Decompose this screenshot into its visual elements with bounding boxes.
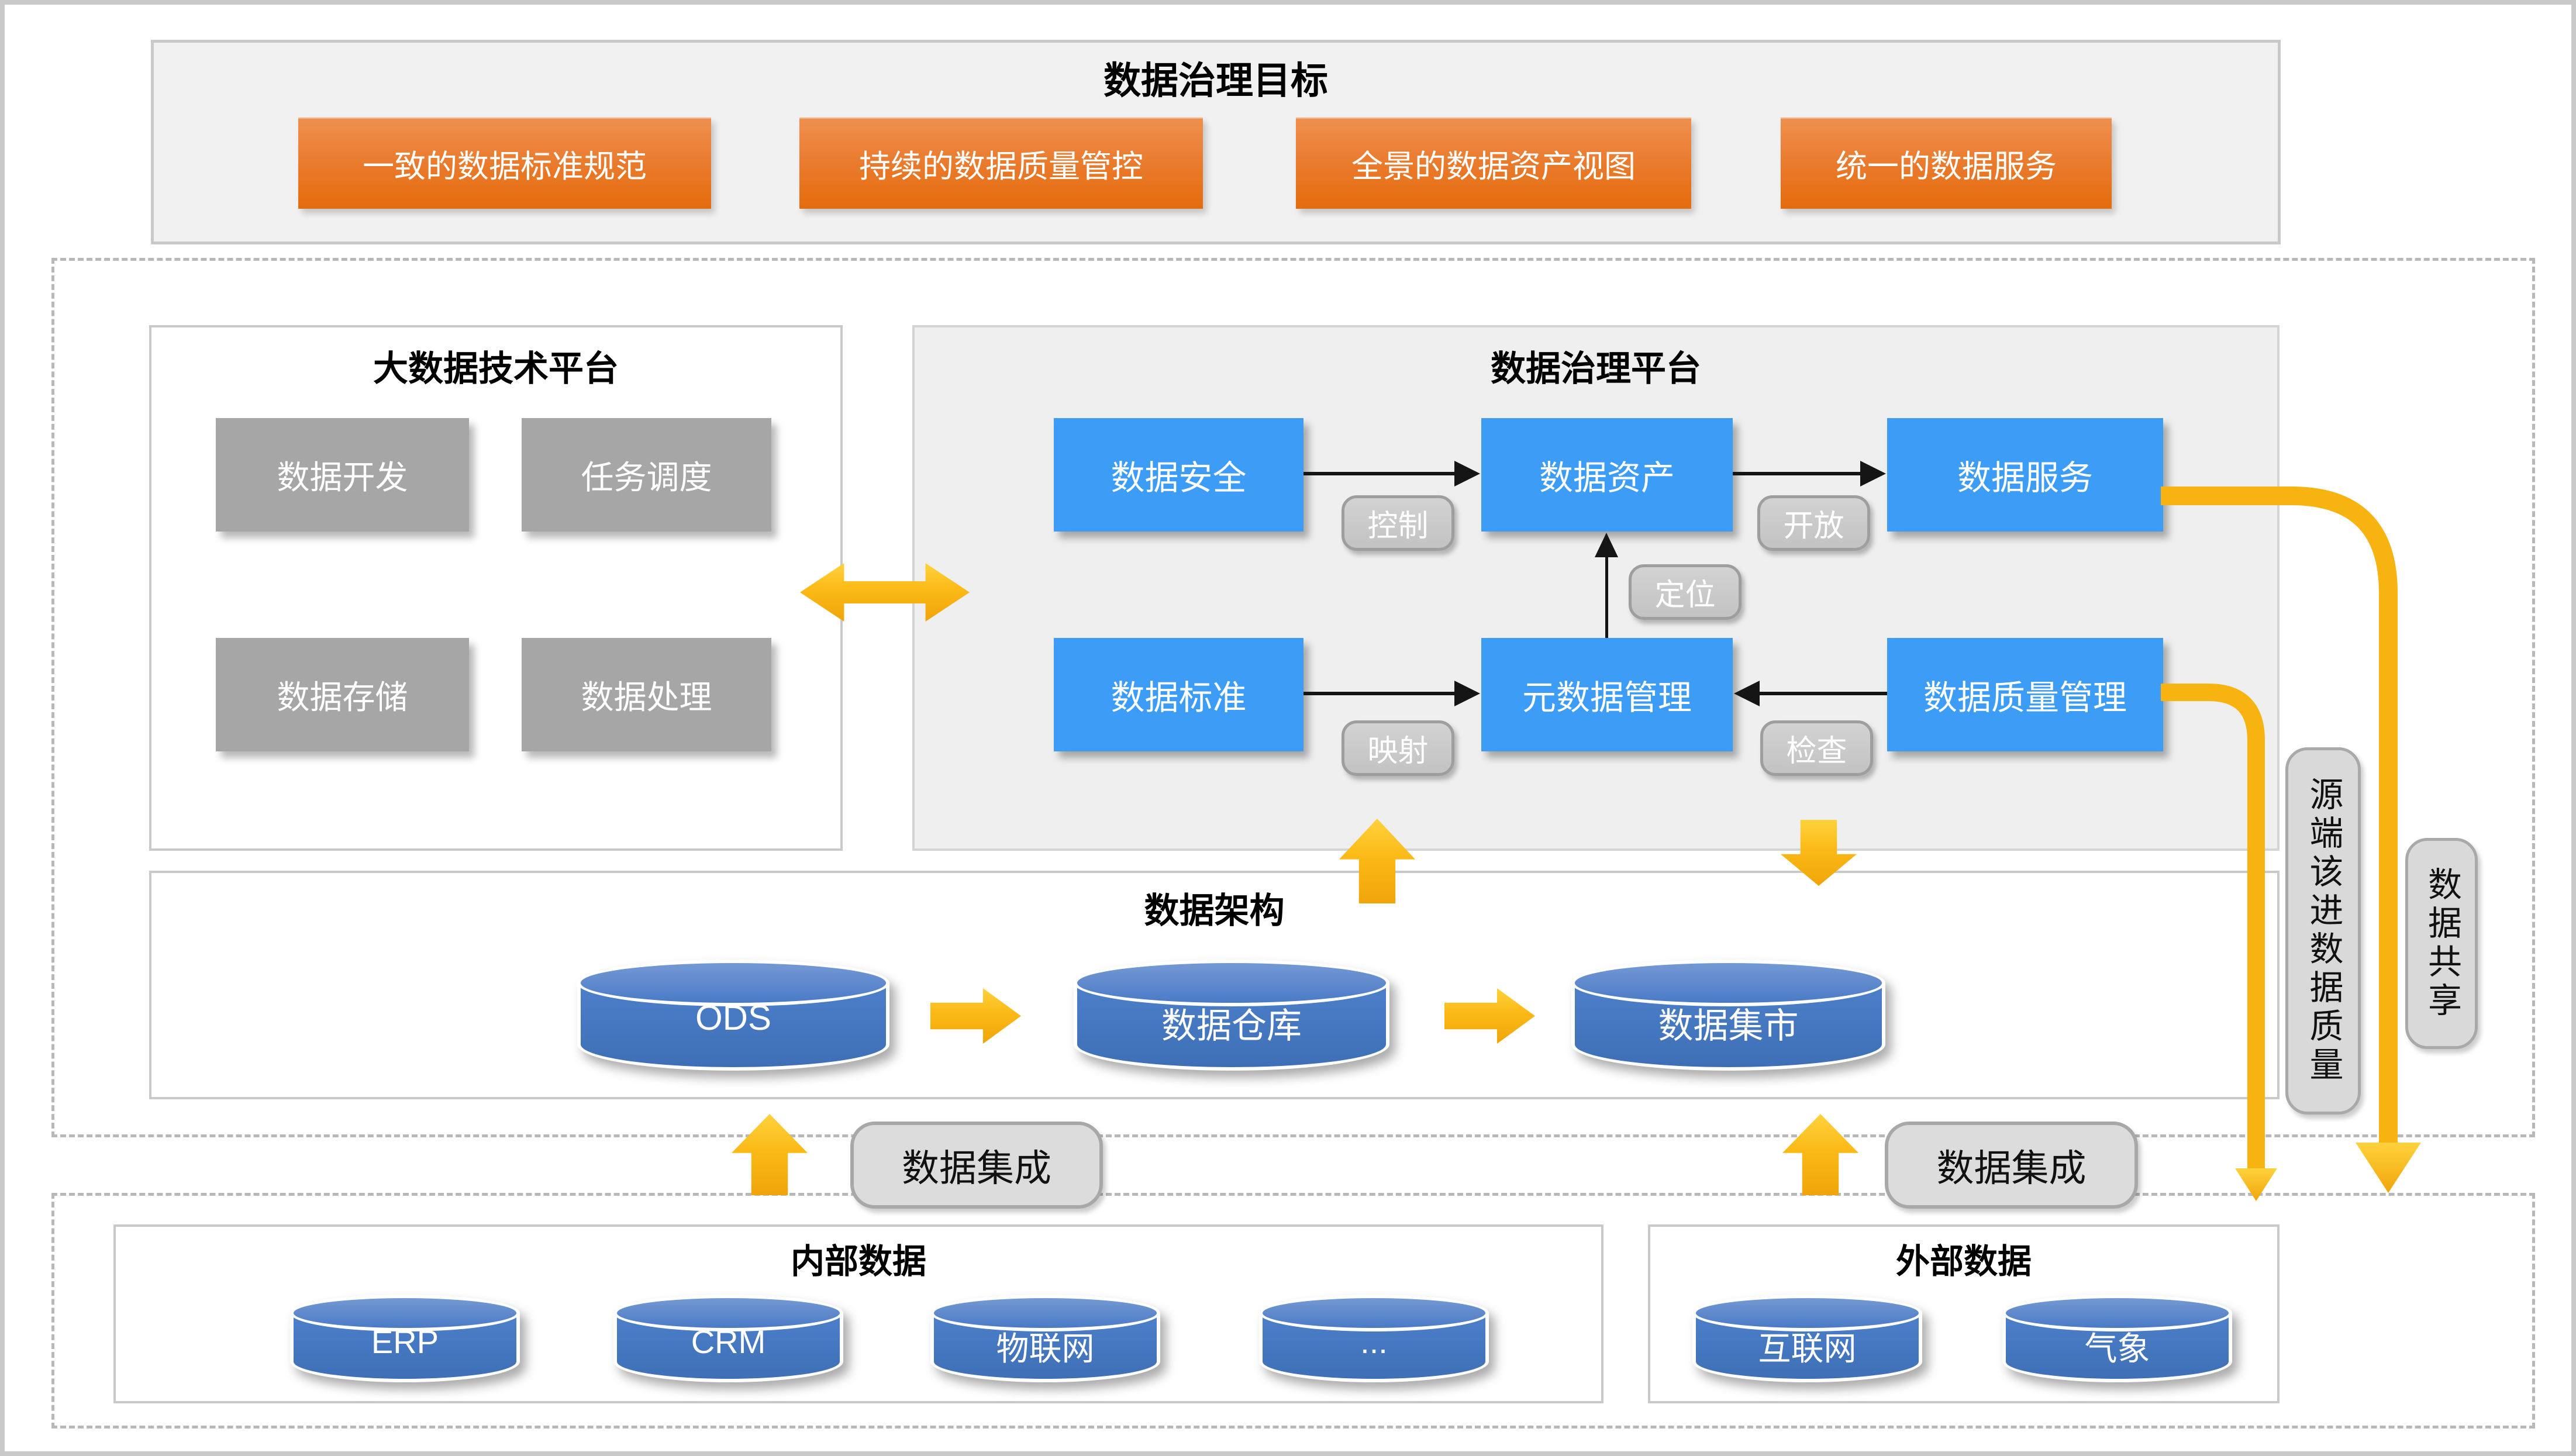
cylinder-ods: ODS	[577, 960, 889, 1071]
goals-title: 数据治理目标	[1103, 60, 1328, 102]
edge-label-check: 检查	[1760, 720, 1873, 776]
cylinder-top	[1571, 960, 1885, 1006]
external-data-title: 外部数据	[1895, 1243, 2032, 1281]
cylinder-label: 互联网	[1758, 1330, 1857, 1367]
cylinder-label: ERP	[371, 1323, 439, 1360]
bigdata-box-schedule: 任务调度	[522, 418, 771, 532]
note-data-share: 数据共享	[2405, 838, 2478, 1049]
cylinder-top	[1692, 1295, 1922, 1331]
arrow-quality-to-metadata	[1734, 681, 1887, 706]
cylinder-label: CRM	[691, 1323, 766, 1360]
edge-label-map: 映射	[1342, 720, 1454, 776]
node-data-standard: 数据标准	[1054, 638, 1303, 751]
cylinder-top	[1074, 960, 1389, 1006]
arrow-warehouse-to-mart	[1444, 988, 1535, 1044]
cylinder-label: ODS	[695, 998, 772, 1037]
cylinder-iot: 物联网	[930, 1295, 1160, 1382]
node-metadata-mgmt: 元数据管理	[1481, 638, 1733, 751]
edge-label-control: 控制	[1342, 495, 1454, 551]
node-data-quality-mgmt: 数据质量管理	[1887, 638, 2163, 751]
cylinder-label: 数据仓库	[1161, 1006, 1302, 1046]
goal-asset-box: 全景的数据资产视图	[1296, 118, 1691, 209]
cylinder-others: ...	[1259, 1295, 1489, 1382]
cylinder-weather: 气象	[2002, 1295, 2232, 1382]
node-data-security: 数据安全	[1054, 418, 1303, 532]
arrow-metadata-to-asset	[1595, 533, 1618, 638]
goal-quality-box: 持续的数据质量管控	[799, 118, 1203, 209]
platform-dashed-region	[51, 258, 2535, 1137]
cylinder-erp: ERP	[290, 1295, 520, 1382]
bigdata-box-processing: 数据处理	[522, 638, 771, 751]
cylinder-top	[1259, 1295, 1489, 1331]
arrow-asset-to-service	[1733, 461, 1886, 487]
cylinder-top	[290, 1295, 520, 1331]
arrow-security-to-asset	[1303, 461, 1480, 487]
node-data-asset: 数据资产	[1481, 418, 1733, 532]
cylinder-top	[930, 1295, 1160, 1331]
bigdata-platform-panel: 大数据技术平台 数据开发 任务调度 数据存储 数据处理	[149, 325, 843, 851]
cylinder-top	[2002, 1295, 2232, 1331]
data-architecture-panel: 数据架构 ODS 数据仓库 数据集市	[149, 871, 2280, 1099]
cylinder-top	[577, 960, 889, 1006]
node-data-service: 数据服务	[1887, 418, 2163, 532]
internal-data-panel: 内部数据 ERP CRM 物联网 ...	[113, 1224, 1603, 1403]
cylinder-data-warehouse: 数据仓库	[1074, 960, 1389, 1071]
cylinder-crm: CRM	[613, 1295, 843, 1382]
external-data-panel: 外部数据 互联网 气象	[1648, 1224, 2280, 1403]
cylinder-internet: 互联网	[1692, 1295, 1922, 1382]
cylinder-label: 数据集市	[1658, 1006, 1799, 1046]
bigdata-box-storage: 数据存储	[216, 638, 469, 751]
cylinder-label: 物联网	[996, 1330, 1095, 1367]
source-dashed-region	[51, 1193, 2535, 1429]
bigdata-box-dev: 数据开发	[216, 418, 469, 532]
internal-data-title: 内部数据	[790, 1243, 926, 1281]
arrow-ods-to-warehouse	[930, 988, 1021, 1044]
bigdata-platform-title: 大数据技术平台	[373, 349, 619, 388]
note-source-quality: 源端该进数据质量	[2285, 747, 2361, 1115]
edge-label-open: 开放	[1757, 495, 1870, 551]
goal-service-box: 统一的数据服务	[1781, 118, 2112, 209]
integration-chip-right: 数据集成	[1885, 1122, 2138, 1209]
governance-platform-title: 数据治理平台	[1491, 349, 1701, 388]
data-architecture-title: 数据架构	[1144, 891, 1285, 930]
arrow-standard-to-metadata	[1303, 681, 1480, 706]
cylinder-top	[613, 1295, 843, 1331]
cylinder-data-mart: 数据集市	[1571, 960, 1885, 1071]
goal-standard-box: 一致的数据标准规范	[298, 118, 711, 209]
integration-chip-left: 数据集成	[850, 1122, 1103, 1209]
goals-section: 数据治理目标 一致的数据标准规范 持续的数据质量管控 全景的数据资产视图 统一的…	[151, 40, 2281, 244]
governance-platform-panel: 数据治理平台 数据安全 数据资产 数据服务 数据标准 元数据管理 数据质量管理 …	[912, 325, 2280, 851]
cylinder-label: 气象	[2084, 1330, 2150, 1367]
cylinder-label: ...	[1360, 1323, 1388, 1360]
edge-label-locate: 定位	[1629, 564, 1742, 620]
